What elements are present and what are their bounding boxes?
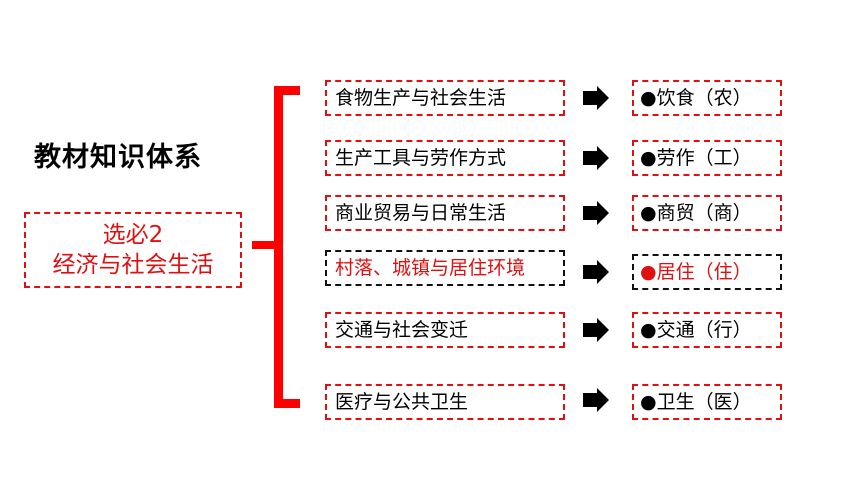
brace-connector bbox=[252, 241, 276, 249]
result-label: ●劳作（工） bbox=[640, 147, 752, 169]
topic-box: 交通与社会变迁 bbox=[325, 312, 565, 348]
topic-box: 医疗与公共卫生 bbox=[325, 384, 565, 420]
topic-label: 医疗与公共卫生 bbox=[335, 391, 469, 413]
result-label: ●商贸（商） bbox=[640, 202, 752, 224]
result-box: ●交通（行） bbox=[632, 312, 782, 348]
topic-label: 村落、城镇与居住环境 bbox=[335, 257, 526, 279]
course-name: 经济与社会生活 bbox=[52, 252, 214, 278]
result-label: ●卫生（医） bbox=[640, 391, 752, 413]
result-box-highlighted: ●居住（住） bbox=[632, 254, 782, 290]
arrow-right-icon bbox=[583, 86, 609, 110]
result-box: ●劳作（工） bbox=[632, 140, 782, 176]
result-box: ●卫生（医） bbox=[632, 384, 782, 420]
arrow-right-icon bbox=[583, 318, 609, 342]
topic-label: 交通与社会变迁 bbox=[335, 319, 469, 341]
course-box: 选必2 经济与社会生活 bbox=[24, 212, 242, 288]
topic-box: 食物生产与社会生活 bbox=[325, 80, 565, 116]
topic-label: 商业贸易与日常生活 bbox=[335, 202, 507, 224]
result-label: ●居住（住） bbox=[640, 261, 752, 283]
arrow-right-icon bbox=[583, 260, 609, 284]
topic-box: 商业贸易与日常生活 bbox=[325, 195, 565, 231]
course-code: 选必2 bbox=[102, 222, 164, 248]
arrow-right-icon bbox=[583, 388, 609, 412]
topic-box: 生产工具与劳作方式 bbox=[325, 140, 565, 176]
arrow-right-icon bbox=[583, 146, 609, 170]
result-box: ●饮食（农） bbox=[632, 80, 782, 116]
brace-vertical bbox=[274, 86, 283, 408]
diagram-title: 教材知识体系 bbox=[34, 142, 202, 173]
brace-top-tick bbox=[274, 86, 300, 95]
result-box: ●商贸（商） bbox=[632, 195, 782, 231]
brace-bottom-tick bbox=[274, 399, 300, 408]
result-label: ●饮食（农） bbox=[640, 87, 752, 109]
topic-box-highlighted: 村落、城镇与居住环境 bbox=[325, 250, 565, 286]
topic-label: 生产工具与劳作方式 bbox=[335, 147, 507, 169]
topic-label: 食物生产与社会生活 bbox=[335, 87, 507, 109]
result-label: ●交通（行） bbox=[640, 319, 752, 341]
arrow-right-icon bbox=[583, 201, 609, 225]
